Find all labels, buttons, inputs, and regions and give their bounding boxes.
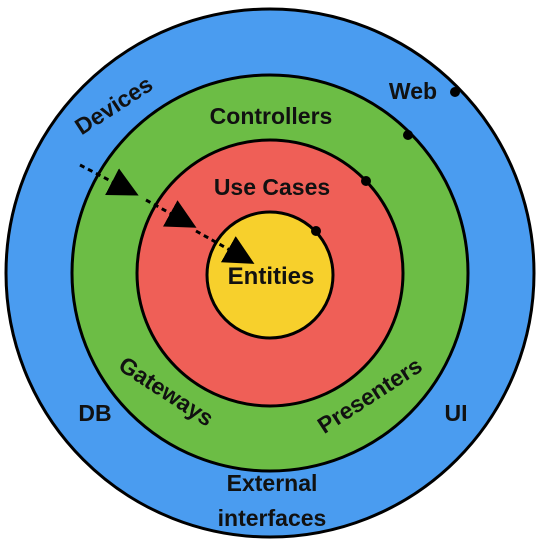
dependency-arrow-usecases-to-entities (195, 229, 255, 264)
label-external-line1: External (227, 470, 318, 496)
label-external-line2: interfaces (218, 505, 327, 531)
dependency-arrow-adapters-to-usecases (145, 198, 197, 228)
label-db: DB (78, 400, 111, 426)
label-controllers: Controllers (210, 103, 333, 129)
label-ui: UI (445, 400, 468, 426)
ring-edge-dot-outer (450, 87, 460, 97)
label-web: Web (389, 78, 437, 104)
dependency-arrow-outer-to-adapters (79, 163, 139, 196)
label-entities: Entities (228, 263, 315, 290)
ring-edge-dot-entities (311, 226, 321, 236)
label-use-cases: Use Cases (214, 174, 330, 200)
ring-edge-dot-adapters (403, 130, 413, 140)
ring-edge-dot-usecases (361, 176, 371, 186)
